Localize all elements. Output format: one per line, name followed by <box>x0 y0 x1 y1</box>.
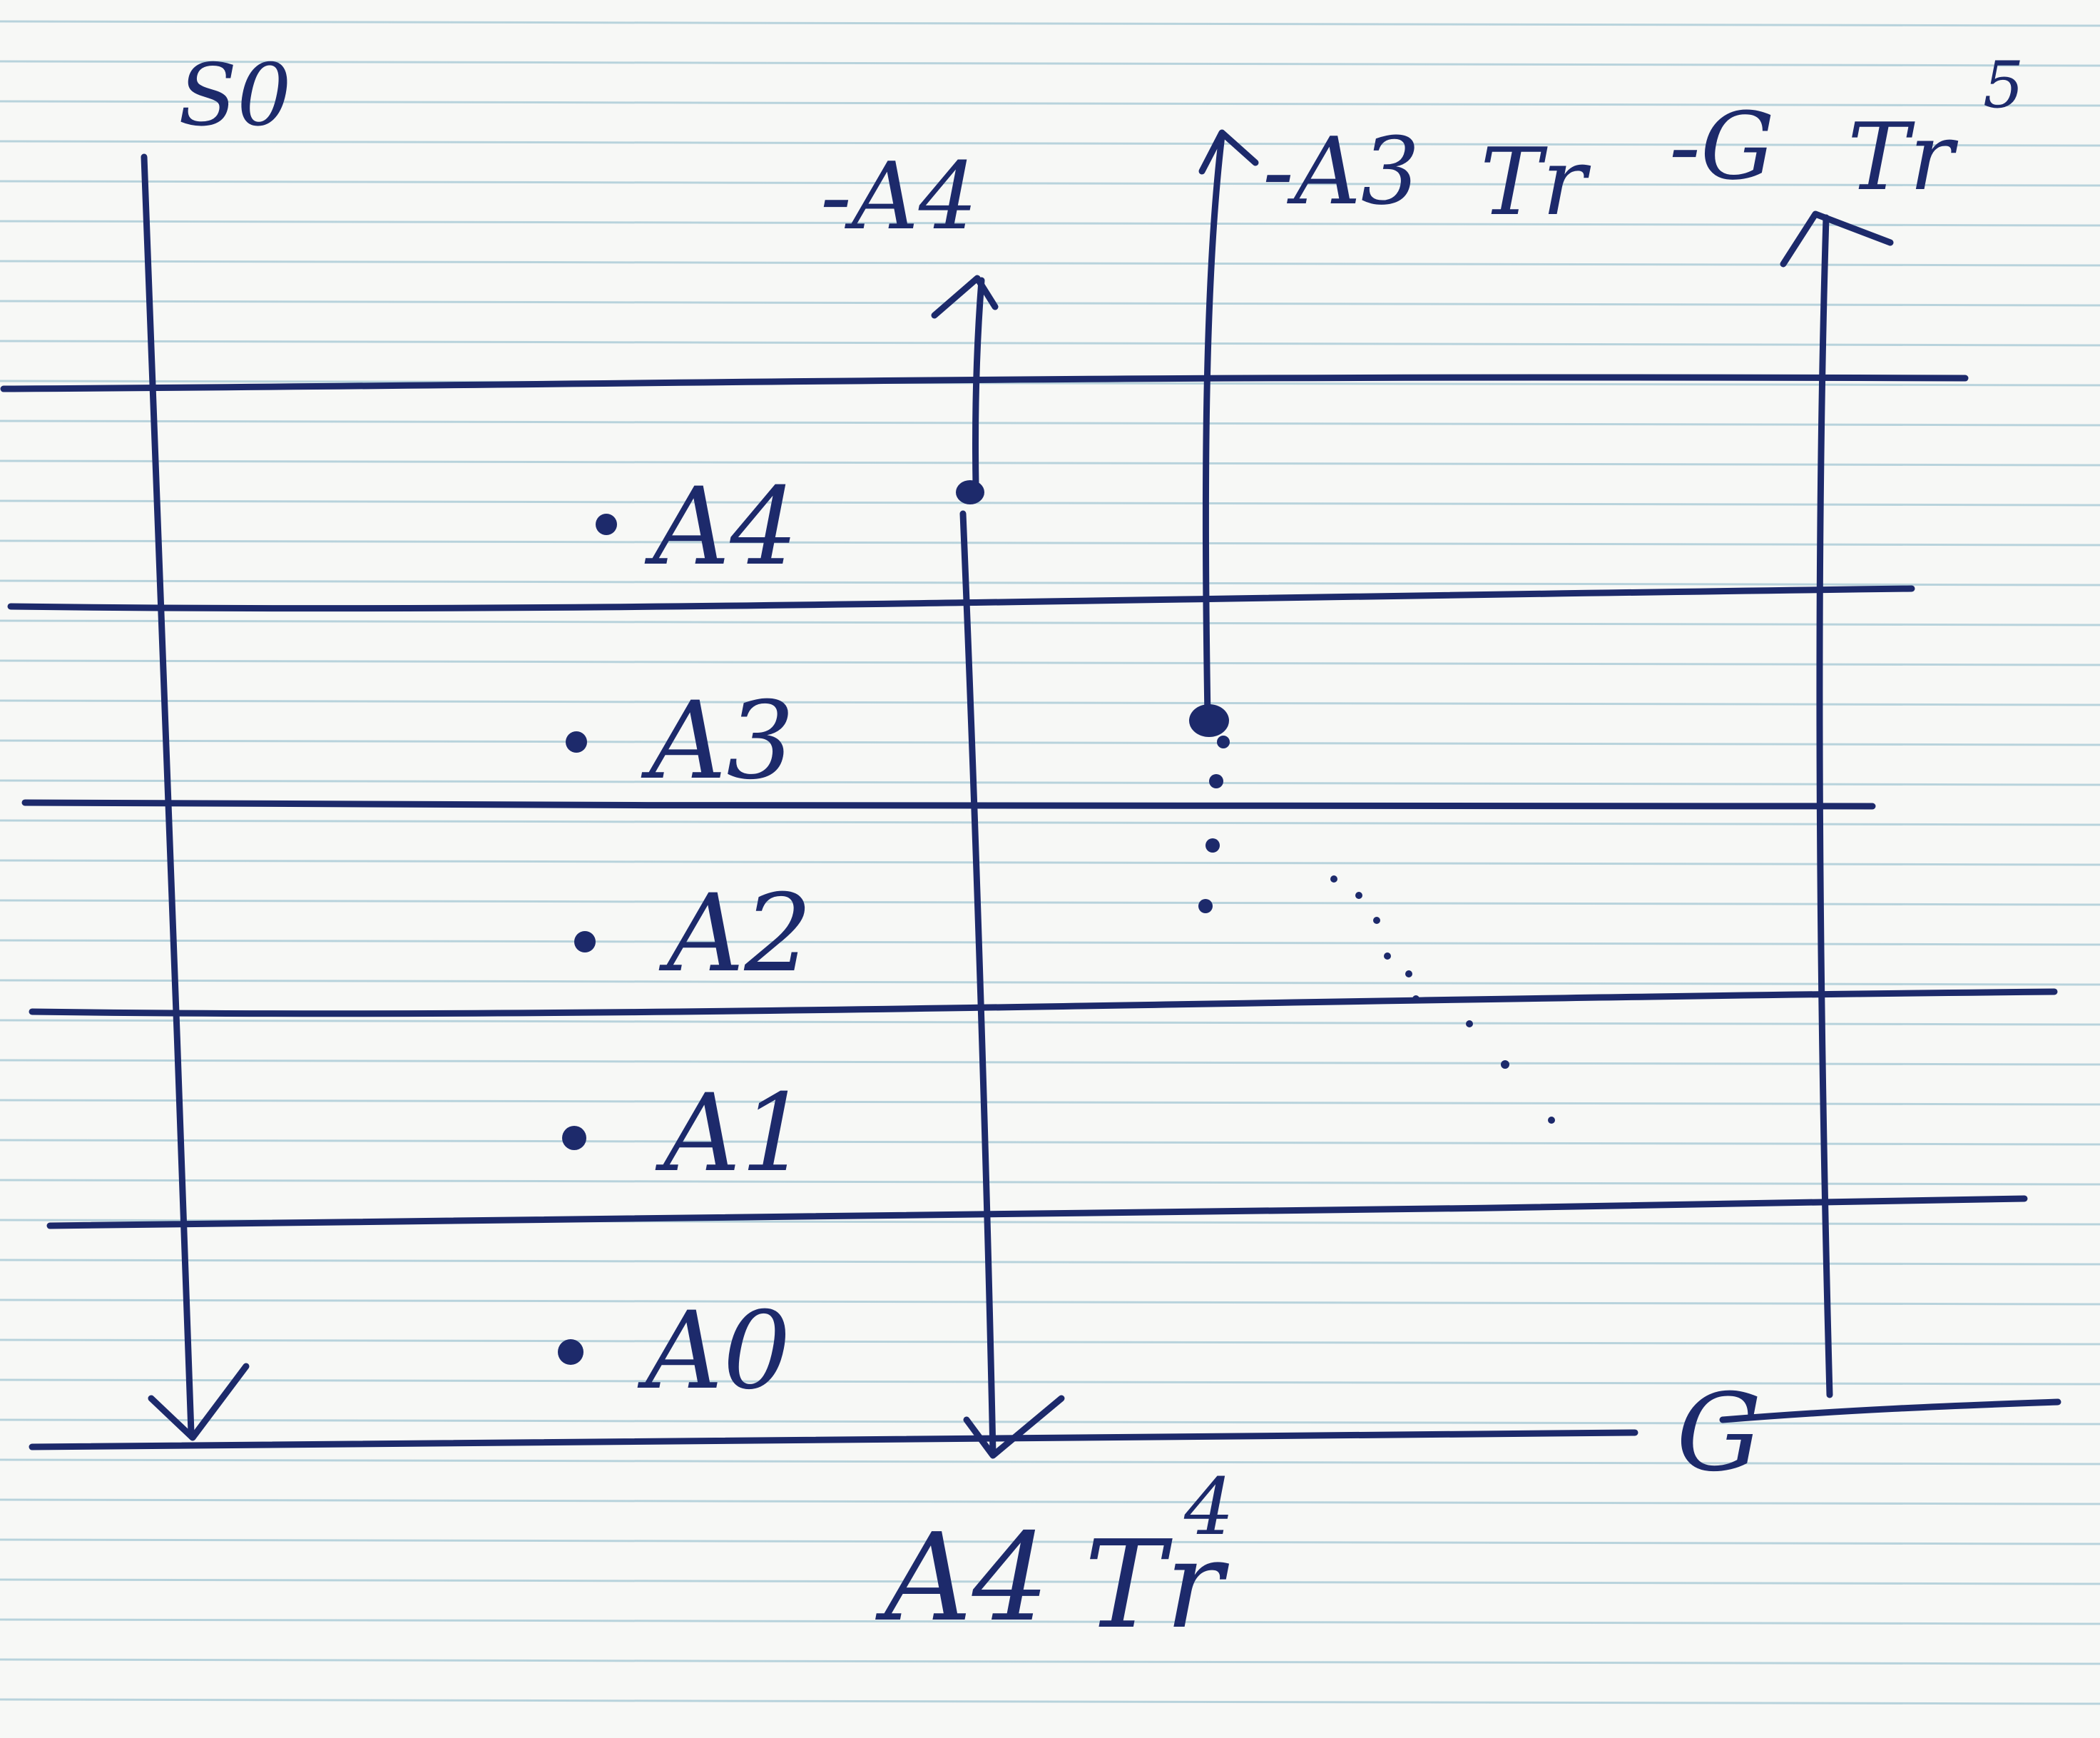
ruling-line <box>0 1338 2100 1346</box>
ruling-line <box>0 1458 2100 1465</box>
label-minus-a4: -A4 <box>820 142 978 250</box>
ruling-line <box>0 1099 2100 1106</box>
ruling-line <box>0 1139 2100 1146</box>
ruling-line <box>0 1658 2100 1665</box>
level-label-a4: A4 <box>644 465 798 589</box>
level-line-1 <box>46 1195 2028 1229</box>
a4-bullet <box>596 514 617 535</box>
ruling-line <box>0 1498 2100 1505</box>
label-g: G <box>1676 1371 1762 1495</box>
label-s0: S0 <box>178 46 292 146</box>
label-a4-tr-exponent: 4 <box>1183 1461 1234 1552</box>
ruling-line <box>0 1059 2100 1066</box>
ruling-line <box>0 459 2100 467</box>
label-minus-g: -G <box>1669 92 1775 200</box>
a4-down-arrow-shaft <box>959 510 997 1458</box>
ruling-line <box>0 979 2100 986</box>
level-label-a0: A0 <box>637 1289 791 1413</box>
level-line-2 <box>29 988 2058 1017</box>
ruling-line <box>0 1378 2100 1386</box>
a3-start-dot <box>1189 704 1229 737</box>
ruling-line <box>0 859 2100 866</box>
a3-up-arrow-shaft <box>1202 132 1225 721</box>
ruling-line <box>0 1698 2100 1705</box>
ruling-line <box>0 1179 2100 1186</box>
ruling-line <box>0 300 2100 307</box>
level-label-a3: A3 <box>641 679 795 803</box>
level-line-4 <box>7 585 1915 612</box>
level-line-bottom-right <box>1719 1398 2061 1423</box>
level-line-top <box>0 374 1969 392</box>
level-label-a2: A2 <box>658 872 812 996</box>
dotted-decay-trail <box>1198 736 1555 1124</box>
label-minus-a3: -A3 <box>1263 117 1420 225</box>
label-a4-tr-tr: Tr <box>1084 1515 1229 1656</box>
a2-bullet <box>574 931 596 952</box>
ruling-line <box>0 1618 2100 1625</box>
ruling-line <box>0 260 2100 267</box>
ruling-line <box>0 380 2100 387</box>
ruling-line <box>0 819 2100 826</box>
ruling-line <box>0 180 2100 187</box>
notebook-ruling <box>0 20 2100 1705</box>
label-minus-a3-tr: Tr <box>1480 128 1591 236</box>
level-label-a1: A1 <box>655 1072 809 1196</box>
ruling-line <box>0 60 2100 67</box>
label-minus-g-tr: Tr <box>1847 103 1959 211</box>
ruling-line <box>0 1019 2100 1026</box>
ruling-line <box>0 1538 2100 1545</box>
a0-bullet <box>558 1339 583 1365</box>
ruling-line <box>0 1259 2100 1266</box>
ruling-line <box>0 100 2100 107</box>
ruling-line <box>0 20 2100 27</box>
ruling-line <box>0 140 2100 147</box>
ruling-line <box>0 340 2100 347</box>
ruling-line <box>0 220 2100 227</box>
ruling-line <box>0 939 2100 946</box>
ruling-line <box>0 1418 2100 1426</box>
a4-up-arrow-shaft <box>972 277 985 489</box>
a1-bullet <box>562 1126 586 1150</box>
a3-up-arrowhead <box>1198 129 1259 175</box>
a4-up-arrowhead <box>931 275 999 319</box>
ruling-line <box>0 499 2100 507</box>
g-up-arrowhead <box>1780 210 1894 268</box>
label-minus-g-exponent: 5 <box>1983 48 2024 123</box>
ruling-line <box>0 539 2100 547</box>
g-up-arrow-shaft <box>1816 214 1833 1398</box>
s0-down-arrowhead <box>148 1363 250 1441</box>
level-line-3 <box>21 799 1876 810</box>
ruling-line <box>0 420 2100 427</box>
ruling-line <box>0 579 2100 586</box>
ruling-line <box>0 1299 2100 1306</box>
a4-start-dot <box>956 480 984 504</box>
ruling-line <box>0 779 2100 786</box>
a3-bullet <box>566 731 587 753</box>
ruling-line <box>0 619 2100 626</box>
label-a4-tr: A4 <box>875 1508 1049 1649</box>
ruling-line <box>0 739 2100 746</box>
s0-down-arrow-shaft <box>141 153 195 1436</box>
ruling-line <box>0 1578 2100 1585</box>
ruling-line <box>0 899 2100 906</box>
a4-down-arrowhead <box>963 1395 1065 1459</box>
level-line-bottom <box>29 1429 1638 1450</box>
ruling-line <box>0 659 2100 666</box>
ruling-line <box>0 699 2100 706</box>
